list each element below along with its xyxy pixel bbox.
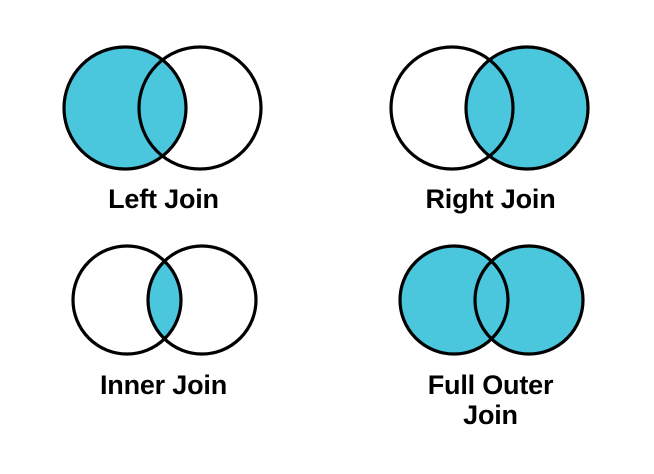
venn-left-join [61, 45, 263, 171]
left-circle-outline-inner-join [70, 244, 183, 356]
overlap-region-right-join [465, 47, 513, 169]
overlap-region-left-join [138, 47, 186, 169]
right-circle-outline-full-outer-join [472, 244, 585, 356]
right-circle-outline-inner-join [145, 244, 258, 356]
panel-inner-join: Inner Join [0, 240, 327, 400]
left-circle-outline-full-outer-join [397, 244, 510, 356]
panel-left-join: Left Join [0, 40, 327, 214]
venn-full-outer-join [397, 244, 585, 356]
right-circle-outline-left-join [136, 45, 263, 171]
venn-right-join [388, 45, 590, 171]
caption-left-join: Left Join [108, 184, 219, 214]
left-circle-outline-right-join [388, 45, 515, 171]
panel-full-outer-join: Full Outer Join [327, 240, 654, 430]
right-circle-outline-right-join [463, 45, 590, 171]
venn-inner-join [70, 244, 258, 356]
caption-full-outer-join: Full Outer Join [427, 370, 554, 431]
caption-inner-join: Inner Join [99, 370, 227, 400]
left-circle-outline-left-join [61, 45, 188, 171]
caption-right-join: Right Join [425, 184, 556, 214]
panel-right-join: Right Join [327, 40, 654, 214]
